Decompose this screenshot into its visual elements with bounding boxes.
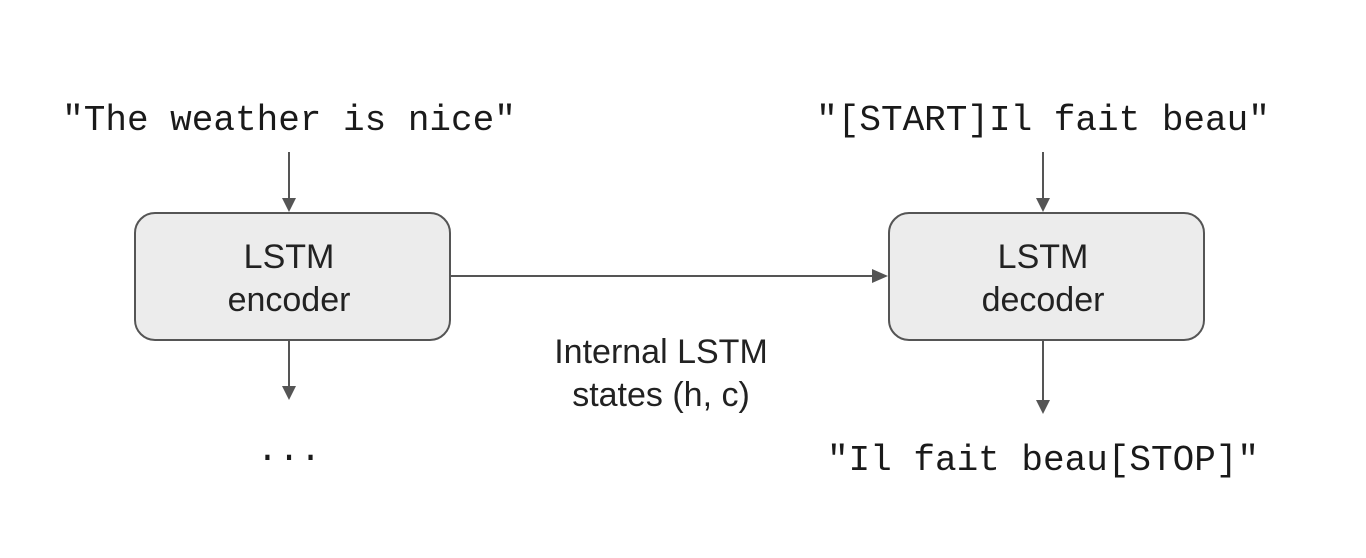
- lstm-decoder-box: LSTM decoder: [888, 212, 1205, 341]
- states-arrow: [451, 269, 888, 283]
- encoder-label-line1: LSTM: [244, 238, 335, 276]
- lstm-encoder-box: LSTM encoder: [134, 212, 451, 341]
- encoder-label-line2: encoder: [228, 281, 351, 319]
- decoder-output-arrow: [1036, 341, 1050, 414]
- decoder-label-line1: LSTM: [998, 238, 1089, 276]
- states-label-line2: states (h, c): [572, 376, 750, 414]
- encoder-input-text: "The weather is nice": [62, 100, 516, 141]
- decoder-output-text: "Il fait beau[STOP]": [827, 440, 1259, 481]
- decoder-label-line2: decoder: [982, 281, 1105, 319]
- encoder-input-arrow: [282, 152, 296, 212]
- encoder-output-text: ...: [257, 430, 322, 471]
- decoder-input-text: "[START]Il fait beau": [816, 100, 1270, 141]
- encoder-output-arrow: [282, 341, 296, 400]
- decoder-input-arrow: [1036, 152, 1050, 212]
- states-label-line1: Internal LSTM: [554, 333, 768, 371]
